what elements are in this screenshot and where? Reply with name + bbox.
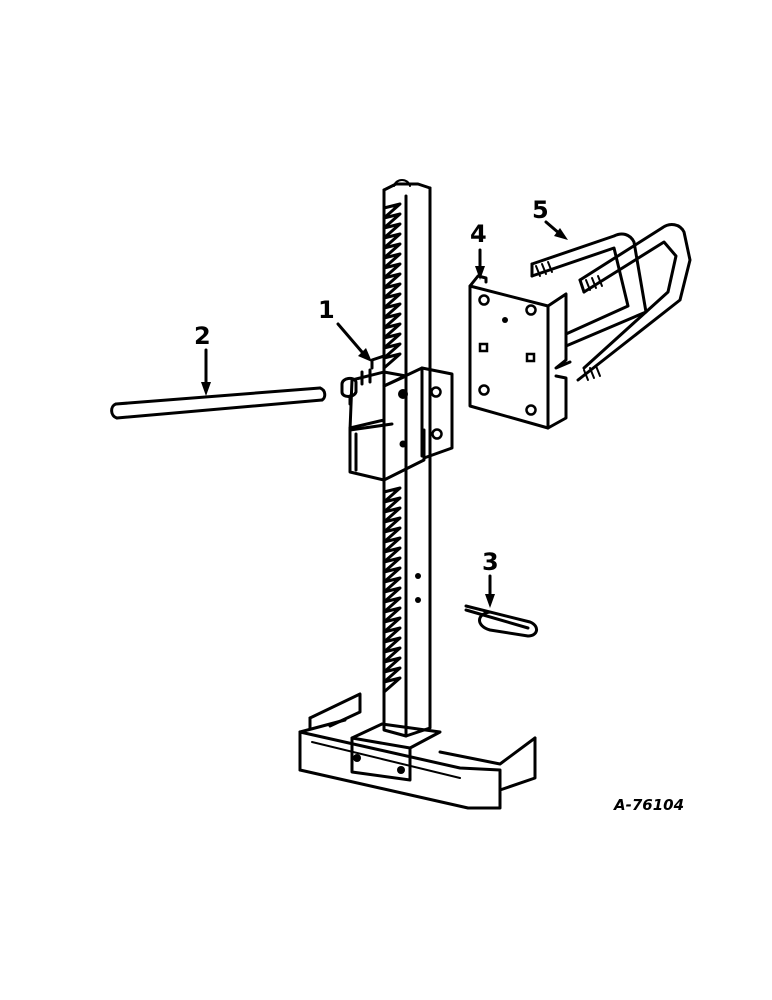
figure-reference: A-76104: [613, 796, 684, 814]
callout-2: 2: [194, 322, 211, 350]
callout-5: 5: [532, 196, 549, 224]
callout-leaders: [201, 220, 568, 608]
u-bolts: [530, 223, 692, 382]
callout-4: 4: [470, 220, 487, 248]
callout-3: 3: [482, 548, 499, 576]
jack-base: [298, 692, 537, 810]
jack-rack-bar: [382, 179, 432, 738]
mounting-bracket: [468, 274, 572, 430]
jack-mechanism: [340, 354, 454, 482]
callout-1: 1: [318, 296, 335, 324]
cotter-pin: [464, 604, 538, 638]
jack-handle: [110, 386, 327, 420]
